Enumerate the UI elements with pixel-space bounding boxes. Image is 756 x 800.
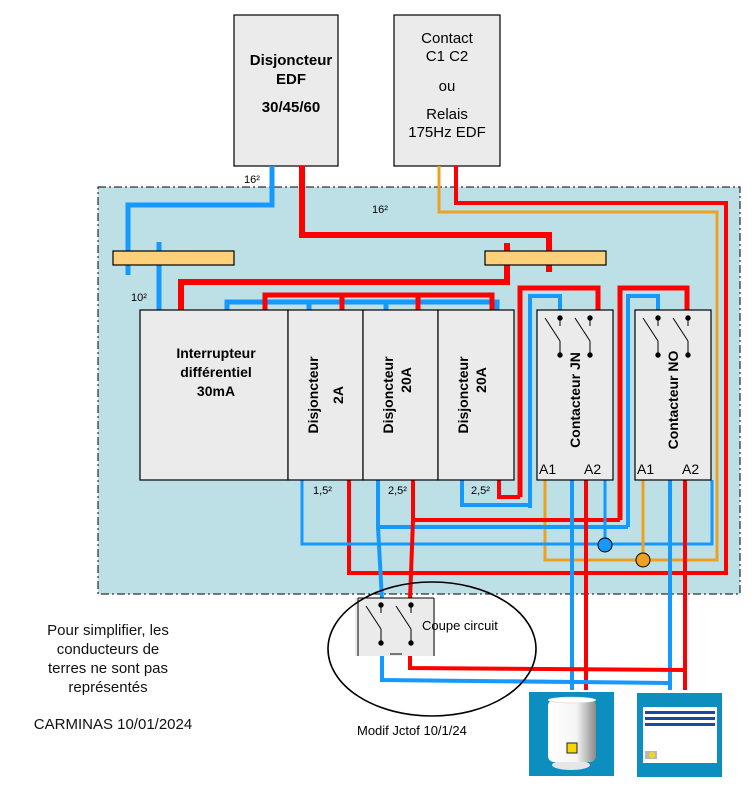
contact-line2: C1 C2 bbox=[426, 48, 469, 65]
junction-neutral bbox=[597, 537, 613, 553]
note-line: Pour simplifier, les bbox=[47, 622, 169, 639]
edf-breaker-box: Disjoncteur EDF 30/45/60 bbox=[233, 14, 339, 167]
contactor-jn-a1: A1 bbox=[539, 461, 556, 477]
contactor-no: Contacteur NO A1 A2 bbox=[634, 309, 712, 481]
breaker-1-line1: Disjoncteur bbox=[305, 356, 321, 434]
note-line: conducteurs de bbox=[56, 641, 160, 658]
note-line: représentés bbox=[68, 679, 148, 696]
wire-control-orange bbox=[437, 166, 719, 562]
edf-breaker-rating: 30/45/60 bbox=[262, 99, 320, 116]
contactor-jn: Contacteur JN A1 A2 bbox=[536, 309, 614, 481]
breaker-module-1: Disjoncteur 2A bbox=[287, 309, 364, 481]
rcd-line3: 30mA bbox=[197, 383, 235, 399]
rcd-line2: différentiel bbox=[180, 364, 252, 380]
wire-no-neutral-in bbox=[626, 294, 660, 527]
contact-line3: ou bbox=[439, 78, 456, 95]
breaker-2-line1: Disjoncteur bbox=[380, 356, 396, 434]
contactor-jn-a2: A2 bbox=[584, 461, 601, 477]
breaker-3-line2: 20A bbox=[473, 367, 489, 393]
cutout-switch: Coupe circuit bbox=[355, 597, 498, 656]
note-line: terres ne sont pas bbox=[47, 660, 169, 677]
busbar-phase bbox=[484, 250, 607, 266]
radiator-icon bbox=[637, 693, 722, 777]
breaker-1-line2: 2A bbox=[330, 386, 346, 404]
label-rcd-10: 10² bbox=[131, 292, 147, 304]
contactor-no-label: Contacteur NO bbox=[665, 351, 681, 450]
label-cb2: 2,5² bbox=[388, 485, 407, 497]
modification-ellipse bbox=[327, 581, 537, 717]
wire-jn-neutral-in bbox=[528, 294, 562, 508]
cutout-label: Coupe circuit bbox=[422, 618, 498, 633]
comb-neutral bbox=[224, 299, 500, 312]
contact-relay-box: Contact C1 C2 ou Relais 175Hz EDF bbox=[393, 14, 501, 167]
wire-jn-phase-in bbox=[517, 285, 601, 497]
breaker-module-3: Disjoncteur 20A bbox=[437, 309, 515, 481]
water-heater-icon bbox=[529, 692, 614, 776]
junction-control bbox=[635, 552, 651, 568]
edf-breaker-line2: EDF bbox=[276, 71, 306, 88]
author-date: CARMINAS 10/01/2024 bbox=[33, 716, 193, 733]
wire-no-phase-in bbox=[617, 285, 690, 520]
breaker-2-line2: 20A bbox=[398, 367, 414, 393]
wire-neutral-feed bbox=[125, 166, 275, 275]
wire-phase-loop bbox=[347, 166, 728, 575]
switch-contacts-icon bbox=[544, 315, 593, 358]
contactor-no-a2: A2 bbox=[682, 461, 699, 477]
wires bbox=[125, 166, 728, 690]
label-feed-16: 16² bbox=[244, 174, 260, 186]
switch-contacts-icon bbox=[642, 315, 691, 358]
label-cb1: 1,5² bbox=[313, 485, 332, 497]
wire-cb1-neutral bbox=[300, 480, 714, 546]
switch-contacts-icon bbox=[365, 602, 414, 655]
simplification-note: Pour simplifier, les conducteurs de terr… bbox=[8, 621, 208, 697]
busbar-neutral bbox=[112, 250, 235, 266]
label-cb3: 2,5² bbox=[471, 485, 490, 497]
contact-line4: Relais bbox=[426, 106, 468, 123]
rcd-module: Interrupteur différentiel 30mA bbox=[139, 309, 289, 481]
contactor-jn-label: Contacteur JN bbox=[567, 352, 583, 448]
contact-line5: 175Hz EDF bbox=[408, 124, 486, 141]
rcd-line1: Interrupteur bbox=[176, 345, 256, 361]
label-panel-16: 16² bbox=[372, 204, 388, 216]
edf-breaker-line1: Disjoncteur bbox=[250, 52, 333, 69]
breaker-3-line1: Disjoncteur bbox=[455, 356, 471, 434]
contact-line1: Contact bbox=[421, 30, 474, 47]
cutout-caption: Modif Jctof 10/1/24 bbox=[357, 723, 467, 738]
comb-phase bbox=[262, 292, 495, 312]
contactor-no-a1: A1 bbox=[637, 461, 654, 477]
breaker-module-2: Disjoncteur 20A bbox=[362, 309, 439, 481]
